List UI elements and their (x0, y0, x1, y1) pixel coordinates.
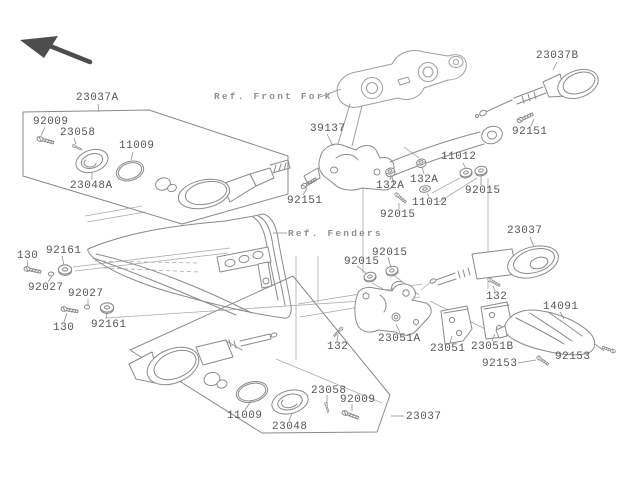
part-label-23051B: 23051B (471, 341, 514, 353)
label-leader-lines (26, 61, 605, 422)
rear-signal-23037-drawing (429, 245, 559, 286)
part-label-92027: 92027 (68, 288, 104, 300)
part-label-11009: 11009 (227, 410, 263, 422)
part-label-132: 132 (486, 291, 508, 303)
part-label-39137: 39137 (310, 123, 346, 135)
part-label-92015: 92015 (465, 185, 501, 197)
part-label-92027: 92027 (28, 282, 64, 294)
part-label-130: 130 (53, 322, 75, 334)
bracket-23051-drawing (440, 305, 473, 345)
part-label-23051A: 23051A (378, 333, 421, 345)
part-label-92015: 92015 (372, 247, 408, 259)
direction-arrow-icon (20, 36, 93, 65)
front-signal-detail-parts (36, 135, 291, 210)
part-label-23048: 23048 (272, 421, 308, 433)
signal-stay-39137-drawing (303, 125, 503, 191)
part-label-130: 130 (17, 250, 39, 262)
part-label-23037A: 23037A (76, 92, 119, 104)
part-label-11012: 11012 (412, 197, 448, 209)
part-label-92151: 92151 (287, 195, 323, 207)
part-label-132A: 132A (410, 174, 439, 186)
part-label-23037B: 23037B (536, 50, 579, 62)
part-label-92161: 92161 (91, 319, 127, 331)
part-label-92015: 92015 (380, 209, 416, 221)
part-label-92161: 92161 (46, 245, 82, 257)
part-label-92153: 92153 (482, 358, 518, 370)
rear-signal-detail-box (129, 275, 391, 434)
part-label-92015: 92015 (344, 256, 380, 268)
front-fender-ref-drawing (87, 213, 292, 319)
part-label-92153: 92153 (555, 351, 591, 363)
part-label-23051: 23051 (430, 343, 466, 355)
part-label-23048A: 23048A (70, 180, 113, 192)
front-fork-ref-drawing (336, 50, 467, 147)
part-label-11009: 11009 (119, 140, 155, 152)
part-label-132A: 132A (376, 180, 405, 192)
rear-stay-23051a-drawing (354, 281, 432, 336)
rear-signal-detail-parts (128, 332, 360, 421)
fender-fasteners-left (23, 264, 115, 315)
part-label-11012: 11012 (441, 151, 477, 163)
part-label-23037: 23037 (507, 225, 543, 237)
ref-label-Ref-Fenders: Ref. Fenders (288, 228, 383, 239)
part-label-23058: 23058 (60, 127, 96, 139)
part-label-92009: 92009 (340, 394, 376, 406)
mud-flap-14091-drawing (495, 309, 596, 356)
part-label-92009: 92009 (33, 116, 69, 128)
part-label-23037: 23037 (406, 411, 442, 423)
part-label-14091: 14091 (543, 301, 579, 313)
front-signal-detail-box (22, 109, 289, 225)
part-label-23058: 23058 (311, 385, 347, 397)
ref-label-Ref-Front-Fork: Ref. Front Fork (214, 91, 333, 102)
part-label-132: 132 (327, 341, 349, 353)
part-label-92151: 92151 (512, 126, 548, 138)
right-front-signal-23037b-drawing (475, 68, 599, 118)
